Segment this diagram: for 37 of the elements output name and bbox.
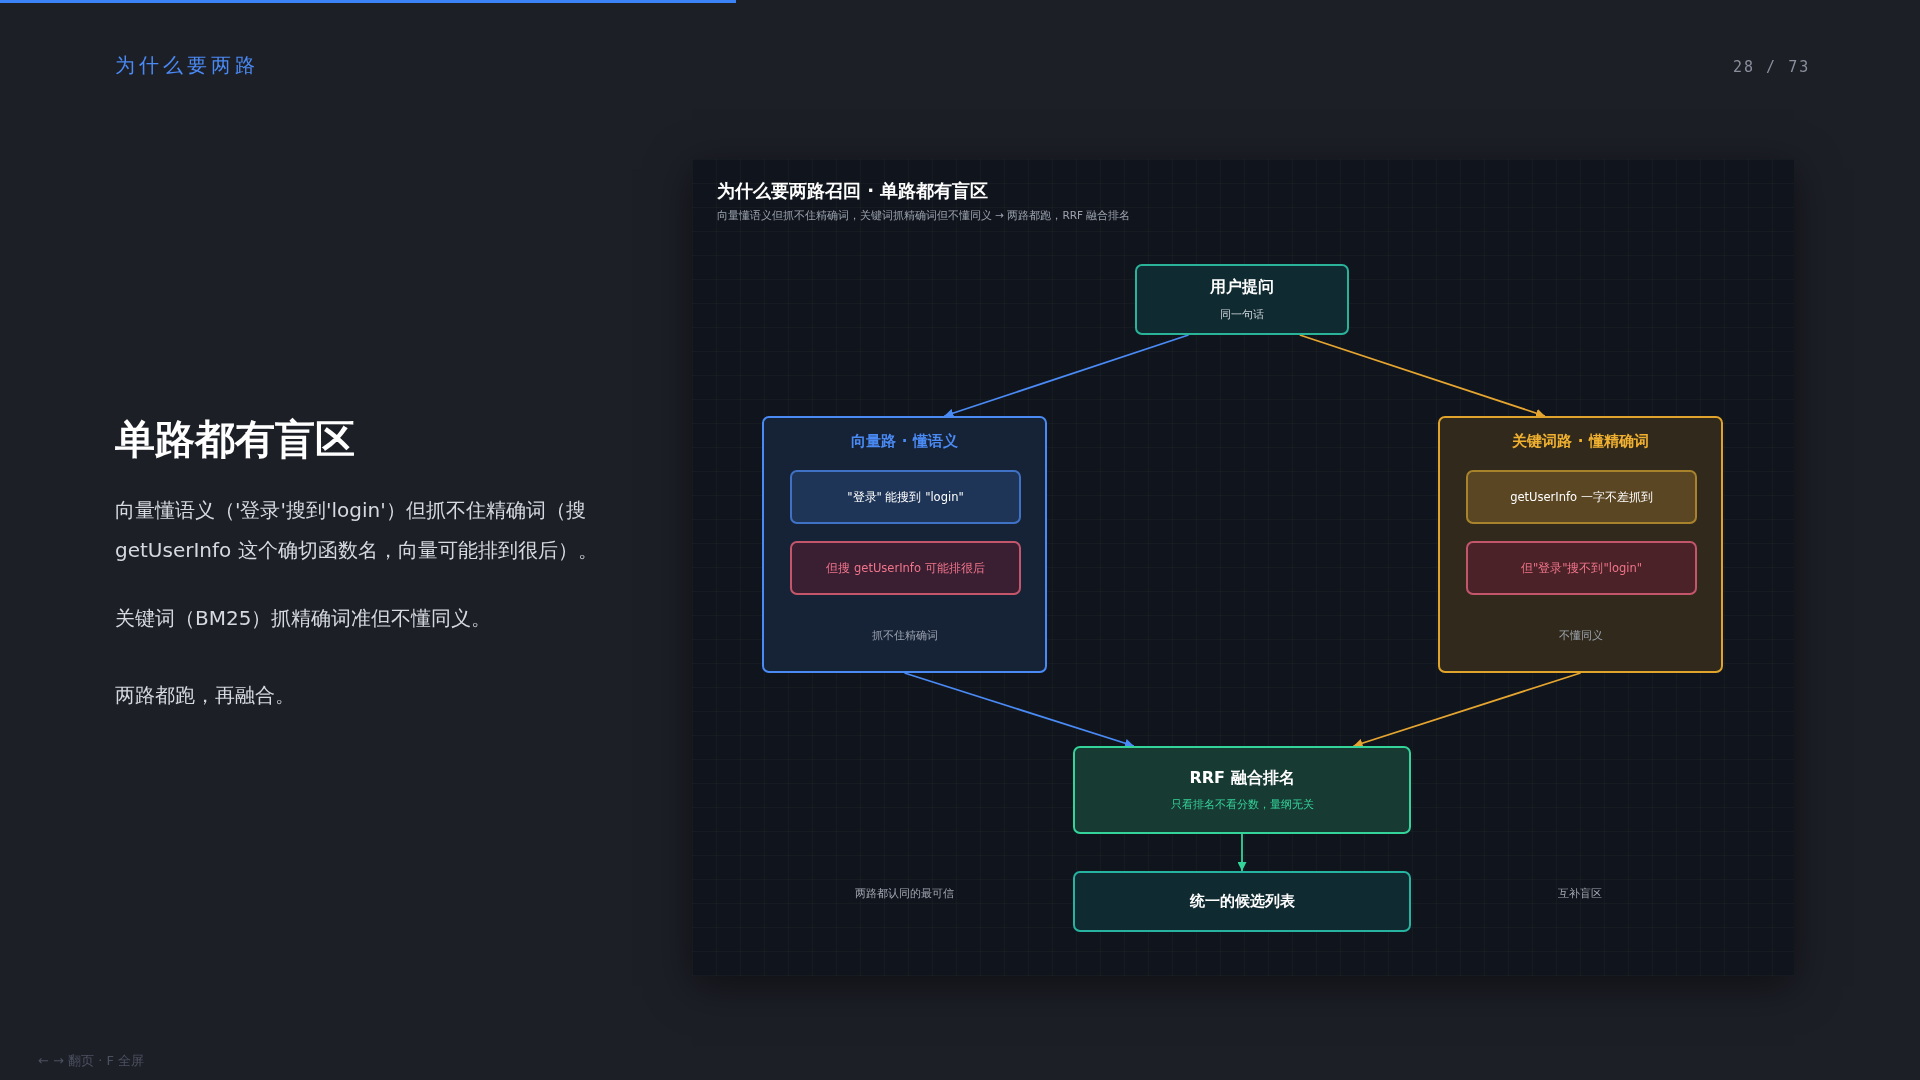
info-box	[1466, 470, 1697, 524]
box-label: "登录" 能搜到 "login"	[846, 489, 965, 505]
arrow	[1237, 833, 1247, 872]
body-paragraph: 两路都跑，再融合。	[115, 682, 295, 709]
page-counter: 28 / 73	[1733, 58, 1811, 76]
arrow	[943, 334, 1190, 418]
result-box	[1073, 871, 1411, 932]
panel-subtitle: 向量懂语义但抓不住精确词，关键词抓精确词但不懂同义 → 两路都跑，RRF 融合排名	[717, 209, 1131, 223]
zone-note: 两路都认同的最可信	[854, 885, 954, 901]
info-box	[790, 470, 1021, 524]
body-paragraph: 关键词（BM25）抓精确词准但不懂同义。	[115, 605, 492, 632]
body-paragraph: 向量懂语义（'登录'搜到'login'）但抓不住精确词（搜 getUserInfo 这个确切函数名，向量可能排到很后）。	[115, 497, 599, 564]
box-label: 但"登录"搜不到"login"	[1519, 560, 1644, 576]
arrow	[1352, 672, 1582, 748]
group-note: 抓不住精确词	[870, 629, 939, 644]
group-heading: 关键词路 · 懂精确词	[1511, 432, 1650, 452]
group-heading: 向量路 · 懂语义	[850, 432, 959, 452]
slide-heading: 单路都有盲区	[115, 415, 355, 464]
box-subtitle: 只看排名不看分数，量纲无关	[1169, 798, 1315, 813]
process-box	[1135, 264, 1349, 335]
box-title: RRF 融合排名	[1188, 767, 1296, 789]
panel-title: 为什么要两路召回 · 单路都有盲区	[717, 179, 989, 203]
process-box	[1073, 746, 1411, 834]
box-subtitle: 同一句话	[1219, 307, 1265, 322]
arrow	[903, 672, 1135, 748]
box-label: 统一的候选列表	[1188, 891, 1296, 912]
section-header: 为什么要两路	[115, 52, 259, 79]
box-label: 但搜 getUserInfo 可能排很后	[825, 560, 986, 576]
group-note: 不懂同义	[1557, 629, 1604, 644]
zone-note: 互补盲区	[1558, 885, 1602, 901]
group-box	[1438, 416, 1723, 673]
arrow	[1298, 334, 1546, 418]
group-box	[762, 416, 1047, 673]
box-label: getUserInfo 一字不差抓到	[1509, 489, 1654, 505]
box-title: 用户提问	[1209, 277, 1275, 298]
warning-box	[1466, 541, 1697, 595]
warning-box	[790, 541, 1021, 595]
